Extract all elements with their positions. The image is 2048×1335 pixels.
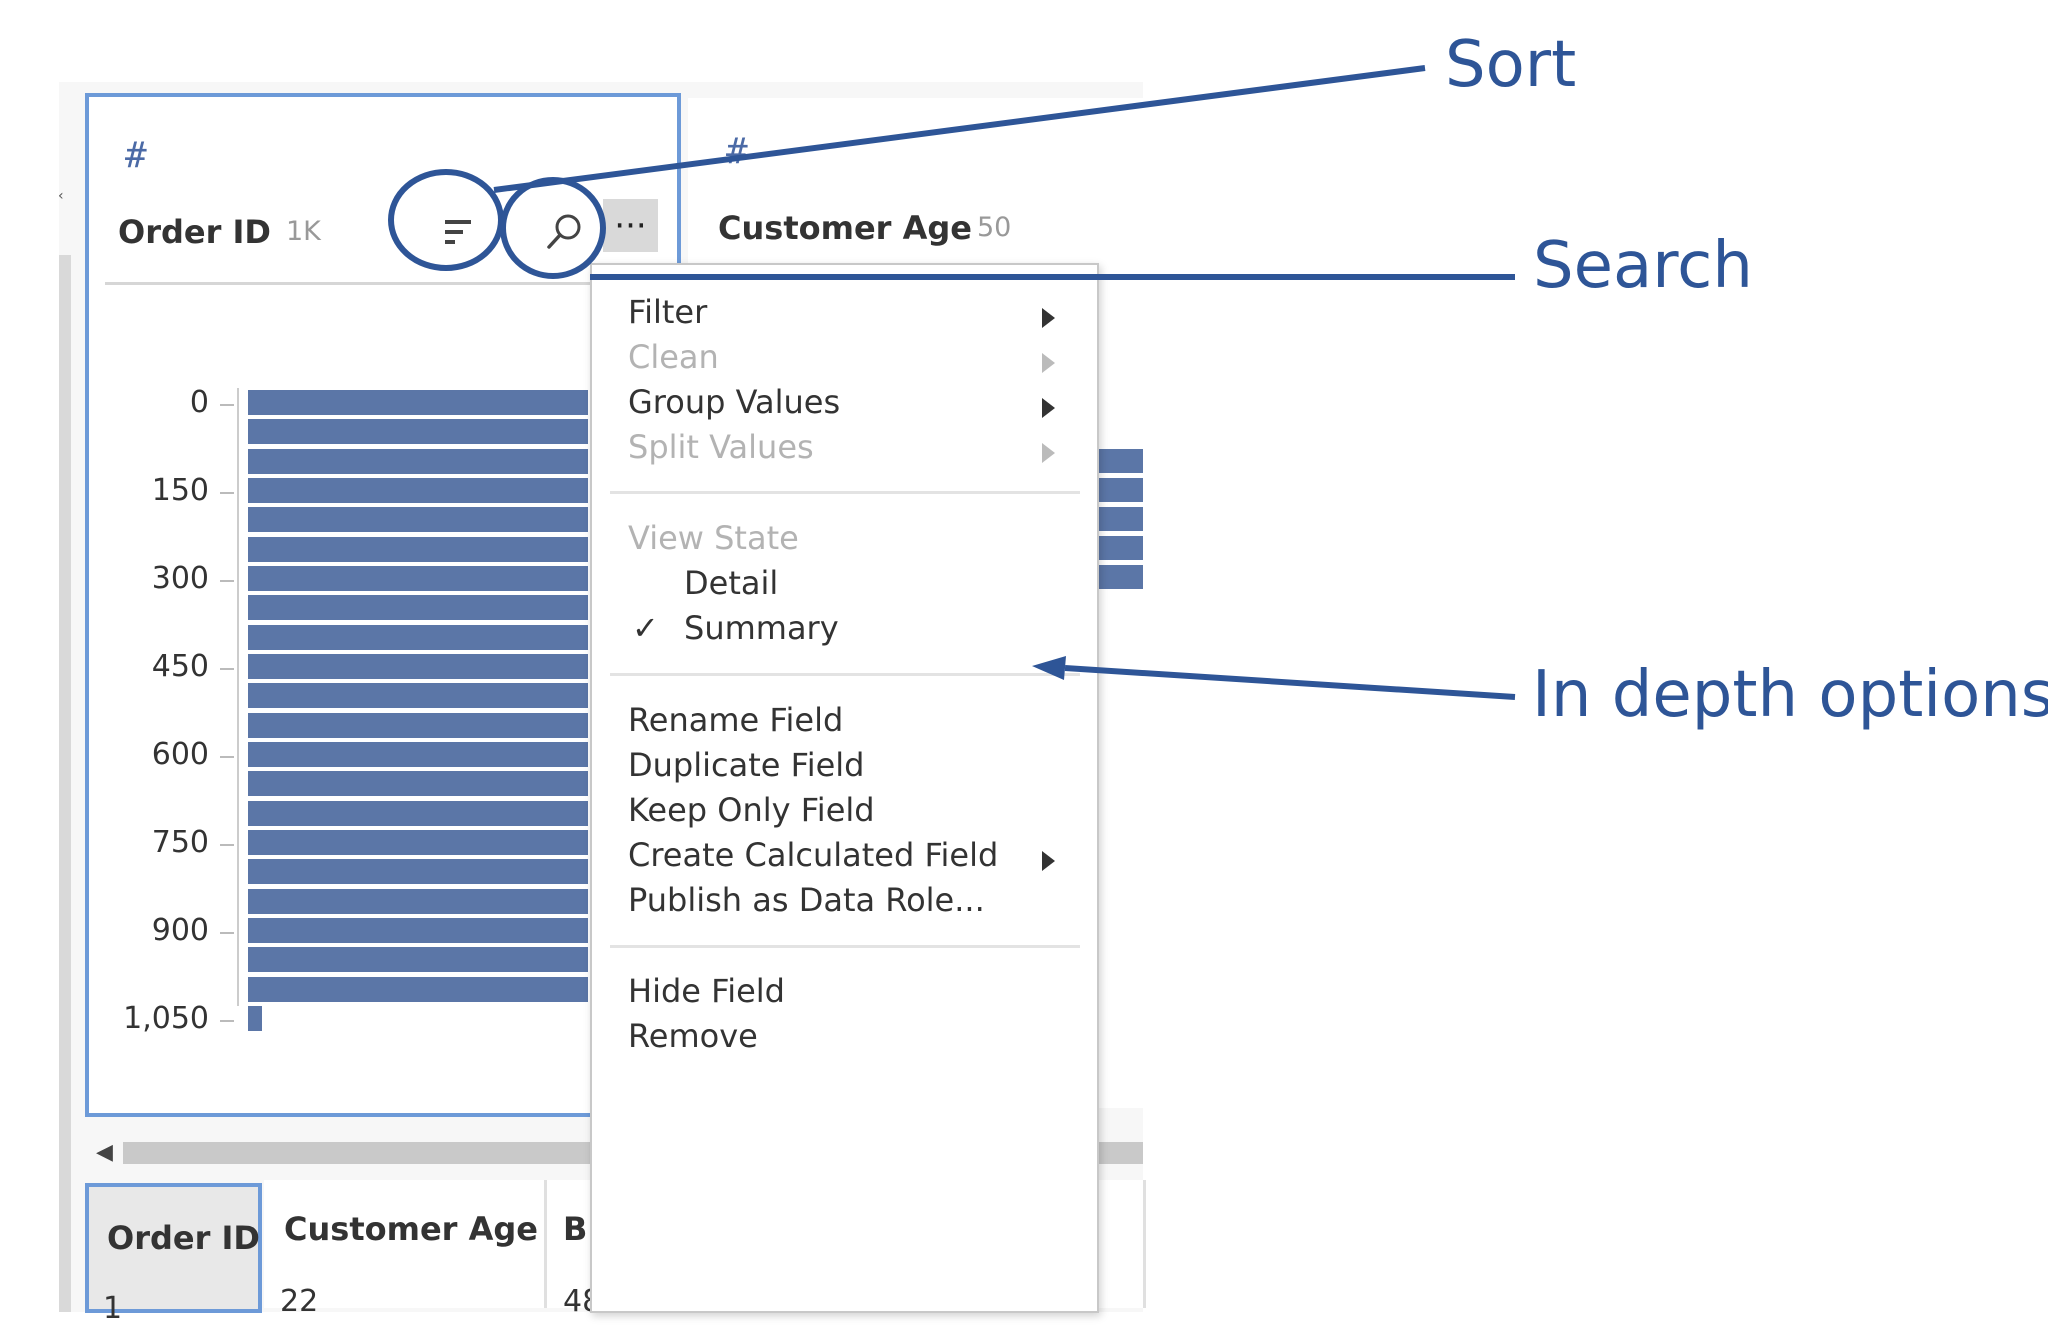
menu-item-publish-as-data-role[interactable]: Publish as Data Role... bbox=[628, 881, 985, 919]
grid-column-order-id[interactable]: Order ID 1 bbox=[85, 1183, 262, 1326]
histogram-bar[interactable] bbox=[248, 419, 588, 445]
y-tick-mark bbox=[220, 404, 234, 406]
histogram-bar[interactable] bbox=[248, 712, 588, 738]
grid-cell: 22 bbox=[280, 1284, 319, 1319]
more-options-icon[interactable]: ··· bbox=[603, 199, 658, 252]
annotation-in-depth-options: In depth options bbox=[1532, 658, 2048, 732]
menu-separator bbox=[610, 491, 1080, 494]
menu-item-hide-field[interactable]: Hide Field bbox=[628, 972, 785, 1010]
submenu-arrow-icon bbox=[1042, 443, 1055, 463]
y-tick-label: 450 bbox=[151, 649, 209, 684]
y-tick-label: 300 bbox=[151, 561, 209, 596]
field-name-order-id: Order ID bbox=[118, 213, 271, 251]
y-tick-mark bbox=[220, 932, 234, 934]
y-tick-label: 750 bbox=[151, 825, 209, 860]
left-scroll-rail[interactable] bbox=[59, 255, 71, 1312]
histogram-bar[interactable] bbox=[248, 947, 588, 973]
submenu-arrow-icon bbox=[1042, 398, 1055, 418]
y-tick-mark bbox=[220, 756, 234, 758]
histogram-bar[interactable] bbox=[248, 595, 588, 621]
menu-item-duplicate-field[interactable]: Duplicate Field bbox=[628, 746, 865, 784]
histogram-bar[interactable] bbox=[248, 683, 588, 709]
field-count: 1K bbox=[286, 216, 321, 247]
histogram-bar[interactable] bbox=[248, 566, 588, 591]
submenu-arrow-icon bbox=[1042, 308, 1055, 328]
field-context-menu: Filter Clean Group Values Split Values V… bbox=[590, 263, 1099, 1313]
y-axis-line bbox=[237, 388, 239, 1006]
scroll-left-icon[interactable]: ◀ bbox=[96, 1140, 113, 1165]
menu-heading-view-state: View State bbox=[628, 519, 799, 557]
annotation-sort: Sort bbox=[1445, 28, 1577, 102]
y-tick-mark bbox=[220, 844, 234, 846]
menu-item-clean: Clean bbox=[628, 338, 719, 376]
histogram-bar[interactable] bbox=[248, 859, 588, 885]
histogram-bar[interactable] bbox=[248, 624, 588, 650]
histogram-bar[interactable] bbox=[248, 390, 588, 415]
submenu-arrow-icon bbox=[1042, 353, 1055, 373]
histogram-bar[interactable] bbox=[248, 654, 588, 679]
grid-column-customer-age[interactable]: Customer Age 22 bbox=[264, 1180, 547, 1319]
y-tick-mark bbox=[220, 580, 234, 582]
menu-separator bbox=[610, 673, 1080, 676]
number-type-icon: # bbox=[125, 135, 147, 176]
field-name-customer-age: Customer Age bbox=[718, 209, 972, 247]
number-type-icon: # bbox=[726, 131, 748, 172]
checkmark-icon: ✓ bbox=[632, 609, 659, 647]
histogram-bar[interactable] bbox=[248, 918, 588, 943]
histogram-bar[interactable] bbox=[248, 800, 588, 826]
search-icon[interactable] bbox=[537, 205, 591, 259]
y-tick-mark bbox=[220, 1020, 234, 1022]
sort-icon[interactable] bbox=[434, 207, 484, 257]
menu-item-group-values[interactable]: Group Values bbox=[628, 383, 841, 421]
grid-header-label: Customer Age bbox=[284, 1210, 538, 1248]
y-tick-label: 0 bbox=[189, 385, 209, 420]
menu-item-create-calculated-field[interactable]: Create Calculated Field bbox=[628, 836, 999, 874]
menu-separator bbox=[610, 945, 1080, 948]
menu-item-rename-field[interactable]: Rename Field bbox=[628, 701, 844, 739]
annotation-search: Search bbox=[1533, 229, 1753, 303]
grid-header-label: Order ID bbox=[107, 1219, 260, 1257]
histogram-bar[interactable] bbox=[248, 830, 588, 855]
menu-item-remove[interactable]: Remove bbox=[628, 1017, 758, 1055]
histogram-bar[interactable] bbox=[248, 507, 588, 533]
header-divider bbox=[105, 282, 665, 285]
histogram-bar[interactable] bbox=[248, 448, 588, 474]
collapse-arrow-icon[interactable]: ‹ bbox=[58, 188, 64, 204]
histogram-bar[interactable] bbox=[248, 478, 588, 503]
histogram-bar[interactable] bbox=[248, 1006, 262, 1031]
menu-item-summary[interactable]: Summary bbox=[684, 609, 839, 647]
y-tick-label: 900 bbox=[151, 913, 209, 948]
histogram-bar[interactable] bbox=[248, 771, 588, 797]
y-tick-label: 1,050 bbox=[123, 1001, 209, 1036]
histogram-bar[interactable] bbox=[248, 976, 588, 1002]
menu-item-keep-only-field[interactable]: Keep Only Field bbox=[628, 791, 875, 829]
y-tick-label: 150 bbox=[151, 473, 209, 508]
menu-item-filter[interactable]: Filter bbox=[628, 293, 708, 331]
field-count: 50 bbox=[977, 212, 1012, 243]
y-tick-label: 600 bbox=[151, 737, 209, 772]
y-tick-mark bbox=[220, 668, 234, 670]
histogram-bar[interactable] bbox=[248, 536, 588, 562]
histogram-bar[interactable] bbox=[248, 742, 588, 767]
y-tick-mark bbox=[220, 492, 234, 494]
menu-item-split-values: Split Values bbox=[628, 428, 814, 466]
submenu-arrow-icon bbox=[1042, 851, 1055, 871]
menu-item-detail[interactable]: Detail bbox=[684, 564, 779, 602]
grid-cell: 1 bbox=[103, 1291, 123, 1326]
grid-header-label: B bbox=[563, 1210, 588, 1248]
histogram-bar[interactable] bbox=[248, 888, 588, 914]
